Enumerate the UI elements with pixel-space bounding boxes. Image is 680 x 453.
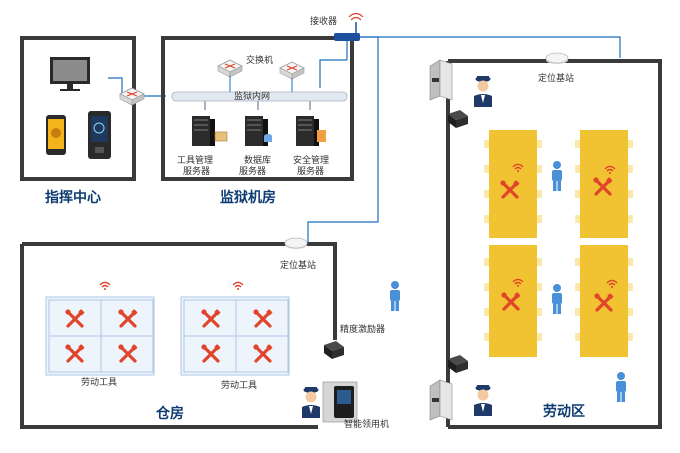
tool-server-label-1: 工具管理 <box>177 156 214 166</box>
intranet-bus <box>171 91 348 102</box>
person-icon-labor-2 <box>552 284 562 314</box>
wifi-icon-right <box>232 281 244 291</box>
precision-exciter-label: 精度激励器 <box>340 325 386 335</box>
person-icon-labor-1 <box>552 161 562 191</box>
prison-room-title: 监狱机房 <box>220 190 276 206</box>
receiver-label: 接收器 <box>310 17 338 27</box>
router-icon <box>119 87 145 106</box>
smart-dispenser-icon <box>322 381 358 423</box>
db-server-label-2: 服务器 <box>239 167 267 177</box>
intranet-label: 监狱内网 <box>234 92 271 102</box>
tool-server-label-2: 服务器 <box>183 167 211 177</box>
guard-icon-warehouse <box>302 387 320 418</box>
labor-zone-title: 劳动区 <box>543 404 585 420</box>
labor-tools-label-right: 劳动工具 <box>221 381 258 391</box>
exciter-icon-bottom <box>448 355 468 373</box>
network-cables <box>108 36 621 243</box>
db-server-label-1: 数据库 <box>244 156 272 166</box>
command-center-title: 指挥中心 <box>45 190 101 206</box>
monitor-icon <box>50 57 90 91</box>
guard-icon-top <box>474 76 492 107</box>
work-tables <box>484 130 633 357</box>
exciter-icon-warehouse <box>324 341 344 359</box>
positioning-station-icon-warehouse <box>284 237 308 250</box>
switch-router-icon-2 <box>279 61 305 80</box>
receiver-icon <box>334 12 364 41</box>
base-station-label-labor: 定位基站 <box>538 74 575 84</box>
phone-icon <box>46 115 66 155</box>
labor-zone-walls <box>446 59 662 429</box>
tool-shelf-left <box>45 296 155 376</box>
positioning-station-icon-labor <box>545 52 569 65</box>
gate-icon-bottom <box>429 379 453 421</box>
server-icon-tools <box>192 116 215 146</box>
command-center-room <box>20 36 136 181</box>
security-server-label-2: 服务器 <box>297 167 325 177</box>
security-server-label-1: 安全管理 <box>293 156 330 166</box>
person-icon-corridor <box>390 281 400 311</box>
tool-shelf-right <box>180 296 290 376</box>
smart-dispenser-label: 智能领用机 <box>344 420 390 430</box>
labor-tools-label-left: 劳动工具 <box>81 378 118 388</box>
warehouse-walls <box>20 242 337 429</box>
guard-icon-bottom <box>474 385 492 416</box>
switch-label: 交换机 <box>246 56 274 66</box>
switch-router-icon-1 <box>217 59 243 78</box>
warehouse-title: 仓房 <box>156 406 184 422</box>
person-icon-labor-3 <box>616 372 626 402</box>
base-station-label-warehouse: 定位基站 <box>280 261 317 271</box>
exciter-icon-top <box>448 110 468 128</box>
prison-machine-room <box>161 36 354 181</box>
gate-icon-top <box>429 59 453 101</box>
wifi-icon-left <box>99 281 111 291</box>
tablet-icon <box>88 111 111 159</box>
server-icon-security <box>296 116 319 146</box>
